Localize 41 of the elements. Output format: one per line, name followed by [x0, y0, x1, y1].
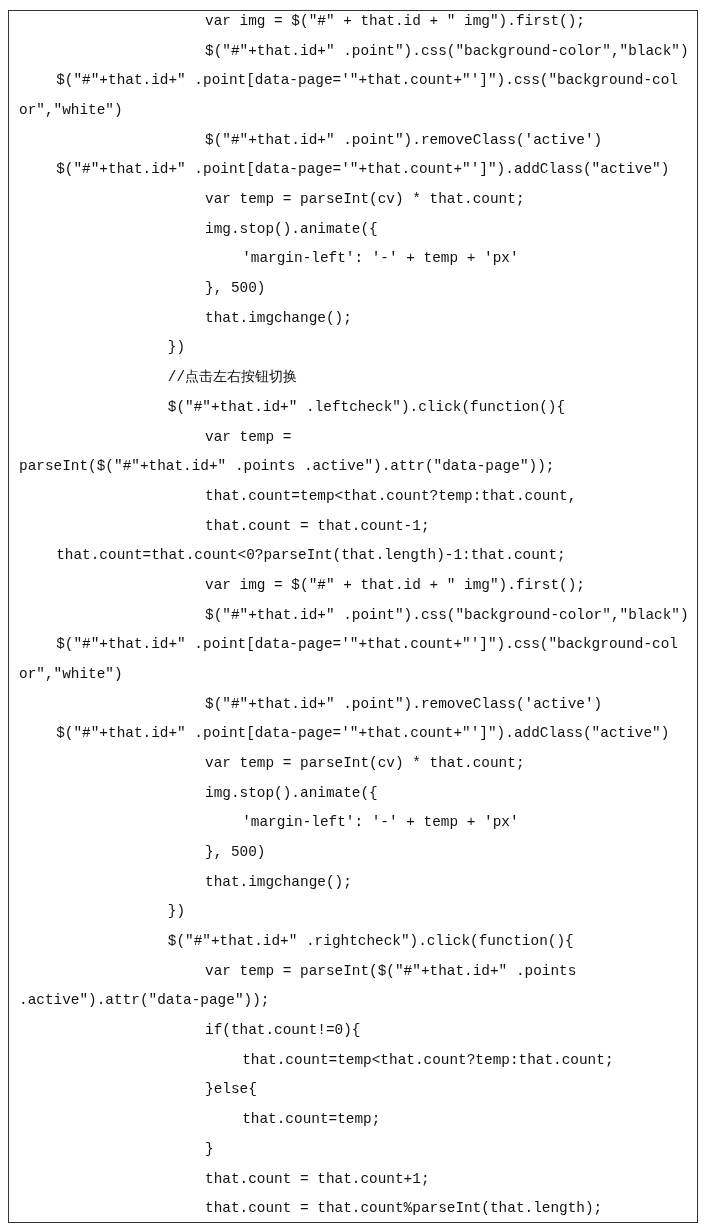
code-line: $("#"+that.id+" .point[data-page='"+that.count+"']").addClass("active") — [56, 160, 670, 179]
code-line: that.count=that.count<0?parseInt(that.length)-1:that.count; — [56, 546, 566, 565]
code-line: $("#"+that.id+" .rightcheck").click(function(){ — [167, 932, 574, 951]
code-line: that.imgchange(); — [205, 308, 352, 327]
code-line: parseInt($("#"+that.id+" .points .active").attr("data-page")); — [19, 457, 555, 476]
code-line: img.stop().animate({ — [205, 783, 378, 802]
code-line: $("#"+that.id+" .point[data-page='"+that.count+"']").css("background-col — [56, 71, 678, 90]
code-line: }, 500) — [205, 843, 266, 862]
code-line: if(that.count!=0){ — [205, 1021, 361, 1040]
code-line: $("#"+that.id+" .point").removeClass('active') — [205, 130, 603, 149]
code-line: }, 500) — [205, 279, 266, 298]
code-line: that.count=temp; — [242, 1110, 381, 1129]
code-line: $("#"+that.id+" .point").css("background-color","black") — [205, 41, 689, 60]
code-line: //点击左右按钮切换 — [167, 368, 298, 387]
code-line: $("#"+that.id+" .leftcheck").click(function(){ — [167, 397, 566, 416]
code-line: that.count = that.count+1; — [205, 1169, 430, 1188]
code-line: $("#"+that.id+" .point").css("background-color","black") — [205, 605, 689, 624]
code-line: or","white") — [19, 664, 123, 683]
code-line: or","white") — [19, 101, 123, 120]
code-line: that.count = that.count-1; — [205, 516, 430, 535]
code-line: that.imgchange(); — [205, 872, 352, 891]
code-line: } — [205, 1139, 214, 1158]
code-line: var temp = — [205, 427, 292, 446]
code-line: 'margin-left': '-' + temp + 'px' — [242, 813, 519, 832]
code-line: img.stop().animate({ — [205, 219, 378, 238]
code-line: }) — [167, 338, 186, 357]
code-line: }else{ — [205, 1080, 257, 1099]
code-line: var temp = parseInt(cv) * that.count; — [205, 190, 525, 209]
code-line: var img = $("#" + that.id + " img").first(); — [205, 575, 585, 594]
code-line: var img = $("#" + that.id + " img").first(); — [205, 12, 585, 30]
code-line: that.count=temp<that.count?temp:that.count; — [242, 1050, 614, 1069]
code-line: var temp = parseInt(cv) * that.count; — [205, 754, 525, 772]
code-line: var temp = parseInt($("#"+that.id+" .points — [205, 961, 577, 980]
code-line: }) — [167, 902, 186, 921]
code-line: $("#"+that.id+" .point[data-page='"+that.count+"']").addClass("active") — [56, 724, 670, 743]
code-line: that.count = that.count%parseInt(that.length); — [205, 1199, 603, 1218]
code-line: 'margin-left': '-' + temp + 'px' — [242, 249, 519, 268]
code-line: $("#"+that.id+" .point").removeClass('active') — [205, 694, 603, 713]
code-line: .active").attr("data-page")); — [19, 991, 270, 1010]
code-line: that.count=temp<that.count?temp:that.count, — [205, 486, 577, 505]
code-line: $("#"+that.id+" .point[data-page='"+that.count+"']").css("background-col — [56, 635, 678, 654]
